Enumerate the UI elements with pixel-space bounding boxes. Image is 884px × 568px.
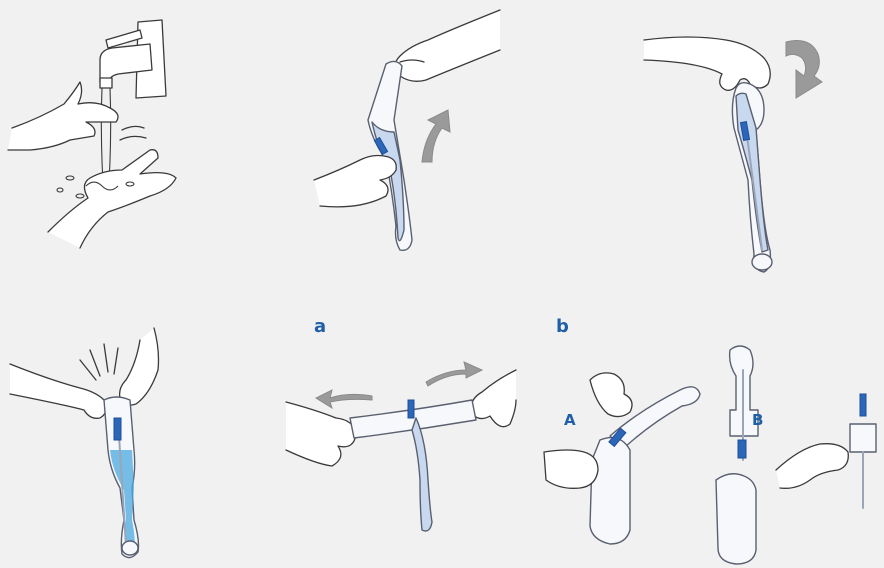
pouch-hang-icon: [300, 0, 510, 260]
step-label-a: a: [314, 316, 326, 337]
step-4-release-water: [0, 320, 200, 568]
step-3-fold-pouch: [640, 0, 840, 280]
water-sachet-burst-icon: [0, 320, 200, 568]
pouch-fold-icon: [640, 0, 840, 280]
step-5-open-pouch: [276, 340, 526, 540]
pouch-open-tear-icon: [276, 340, 526, 540]
step-6-remove-catheter: [540, 340, 884, 568]
sub-label-B: B: [752, 411, 763, 429]
catheter-removal-icon: [540, 340, 884, 568]
sub-label-A: A: [564, 411, 576, 429]
step-label-b: b: [556, 316, 569, 337]
hand-wash-icon: [0, 0, 200, 250]
step-2-hold-pouch: [300, 0, 510, 260]
step-1-hand-washing: [0, 0, 200, 250]
